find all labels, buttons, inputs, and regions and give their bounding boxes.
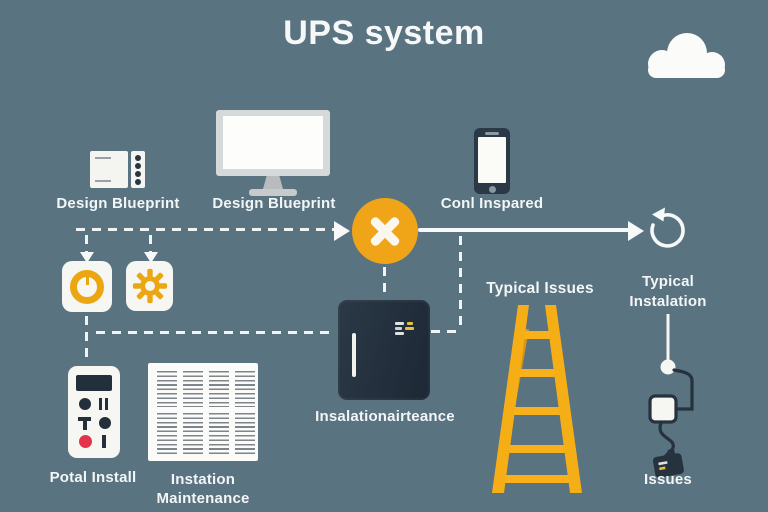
remote-t-button (83, 417, 87, 430)
remote-pause-bar (99, 398, 102, 410)
typical-installation-heading-line2: Instalation (629, 293, 707, 310)
cloud-icon (648, 33, 725, 78)
typical-issues-heading: Typical Issues (486, 280, 594, 297)
link-right-to-ups (431, 330, 462, 333)
ups-device-panel (131, 151, 145, 188)
document-text-column (235, 413, 255, 455)
clock-icon (62, 261, 112, 312)
remote-red-button (79, 435, 92, 448)
arrowhead-gear (144, 252, 158, 263)
drop-line-right-of-ups (459, 236, 462, 332)
ladder-icon (492, 305, 582, 493)
remote-label: Potal Install (49, 469, 137, 486)
ups-led (395, 332, 404, 335)
ups-slit (352, 333, 356, 377)
phone-speaker (485, 131, 499, 135)
ups-unit-label: Insalationairteance (315, 408, 455, 425)
phone-icon (474, 128, 510, 194)
remote-display (76, 375, 112, 391)
document-text-column (209, 371, 229, 407)
device-line (95, 157, 111, 159)
remote-button (79, 398, 91, 410)
gear-glyph (132, 268, 168, 304)
ups-box-icon (338, 300, 430, 400)
device-line (95, 180, 111, 182)
phone-label: Conl Inspared (440, 195, 544, 212)
ups-led (395, 322, 404, 325)
refresh-icon (650, 207, 685, 248)
ups-led (405, 327, 414, 330)
typical-installation-heading-line1: Typical (642, 273, 694, 290)
document-text-column (209, 413, 229, 455)
document-text-column (183, 371, 203, 407)
device-dot (135, 171, 141, 177)
arrowhead-clock (80, 252, 94, 263)
document-label-line2: Maintenance (156, 490, 250, 507)
device-dot (135, 179, 141, 185)
clock-ring (70, 270, 104, 304)
remote-pause-bar (105, 398, 108, 410)
ups-device-body (90, 151, 128, 188)
remote-control-icon (68, 366, 120, 458)
document-text-column (183, 413, 203, 455)
flow-line-left (76, 228, 334, 231)
document-label-line1: Instation (170, 471, 236, 488)
monitor-base (249, 189, 297, 196)
phone-screen (478, 137, 506, 183)
clock-hand (85, 274, 89, 285)
document-text-column (157, 371, 177, 407)
document-text-column (235, 371, 255, 407)
remote-button (99, 417, 111, 429)
phone-home-button (488, 185, 496, 193)
issues-label: Issues (644, 471, 692, 488)
blueprint-device-label: Design Blueprint (56, 195, 180, 212)
page-title: UPS system (283, 14, 485, 52)
flow-line-right (418, 228, 630, 232)
device-dot (135, 155, 141, 161)
issues-connector (648, 314, 694, 478)
outlet-icon (648, 394, 678, 424)
monitor-frame (216, 110, 330, 176)
remote-i-button (102, 435, 106, 448)
ups-led (407, 322, 413, 325)
arrowhead-into-error (334, 221, 350, 241)
monitor-screen (223, 116, 323, 169)
link-clock-to-ups (96, 331, 336, 334)
junction-dot-icon (660, 359, 676, 375)
x-circle-icon (352, 198, 418, 264)
document-icon (148, 363, 258, 461)
drop-line-gear (149, 235, 152, 254)
device-dot (135, 163, 141, 169)
drop-line-error-to-ups (383, 267, 386, 299)
drop-line-clock (85, 235, 88, 254)
document-text-column (157, 413, 177, 455)
monitor-label: Design Blueprint (212, 195, 336, 212)
drop-line-remote (85, 316, 88, 363)
monitor-neck (263, 176, 283, 189)
arrowhead-into-refresh (628, 221, 644, 241)
plug-icon (652, 448, 684, 478)
gear-icon (126, 261, 173, 311)
ups-led (395, 327, 402, 330)
